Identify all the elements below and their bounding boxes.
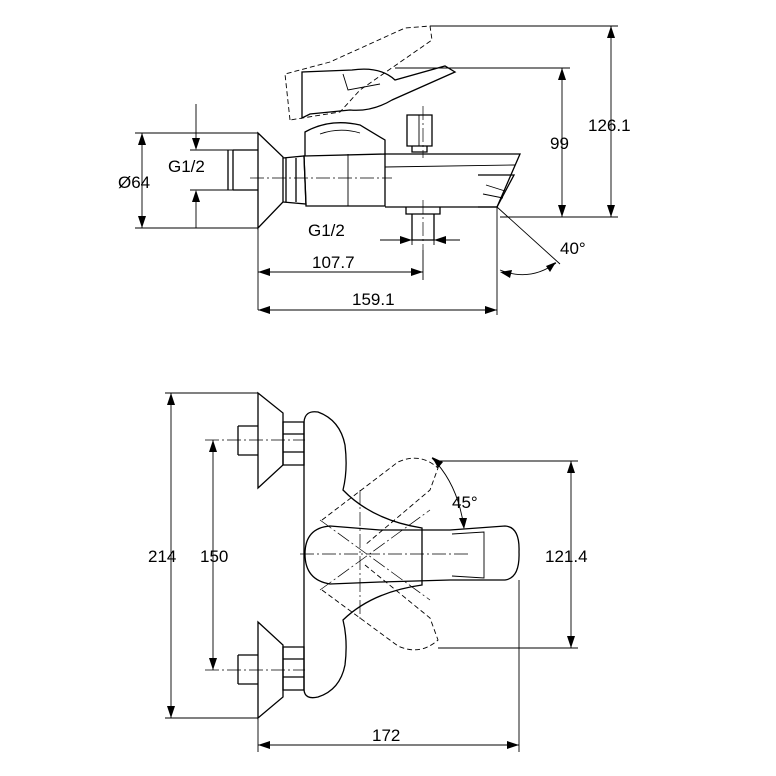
side-view: G1/2 Ø64 G1/2 99 126.1 107.7 159.1 bbox=[118, 25, 631, 315]
lever bbox=[301, 65, 457, 120]
lever-angle-label: 45° bbox=[452, 493, 478, 512]
spout bbox=[385, 153, 521, 208]
lower-nut bbox=[282, 646, 305, 691]
total-length-label: 159.1 bbox=[352, 290, 395, 309]
outlet-thread-label: G1/2 bbox=[308, 221, 345, 240]
lower-flange bbox=[257, 620, 284, 720]
connection-nut bbox=[282, 155, 307, 205]
upper-inlet-pipe bbox=[237, 425, 258, 456]
inlet-pipe bbox=[227, 149, 258, 191]
total-height-label: 126.1 bbox=[588, 116, 631, 135]
lower-inlet-pipe bbox=[237, 654, 258, 685]
cartridge bbox=[304, 122, 386, 156]
top-view: 214 150 121.4 172 45° bbox=[148, 391, 588, 752]
body-outline bbox=[303, 411, 423, 699]
top-width-label: 172 bbox=[372, 726, 400, 745]
lever-rotated-hidden bbox=[321, 457, 439, 546]
aerator bbox=[478, 174, 516, 208]
flange-diameter-label: Ø64 bbox=[118, 173, 150, 192]
mixer-body bbox=[303, 153, 386, 207]
inlet-thread-label: G1/2 bbox=[168, 157, 205, 176]
spout-height-label: 99 bbox=[550, 134, 569, 153]
lever-top bbox=[304, 525, 520, 585]
top-height-label: 214 bbox=[148, 547, 176, 566]
upper-nut bbox=[282, 421, 305, 466]
lever-raised-hidden bbox=[284, 25, 433, 121]
diverter-knob bbox=[406, 114, 433, 153]
inlet-spacing-label: 150 bbox=[200, 547, 228, 566]
lever-reach-label: 121.4 bbox=[545, 547, 588, 566]
upper-flange bbox=[257, 391, 284, 490]
wall-flange bbox=[257, 131, 284, 230]
outlet-distance-label: 107.7 bbox=[312, 253, 355, 272]
spout-angle-label: 40° bbox=[560, 239, 586, 258]
